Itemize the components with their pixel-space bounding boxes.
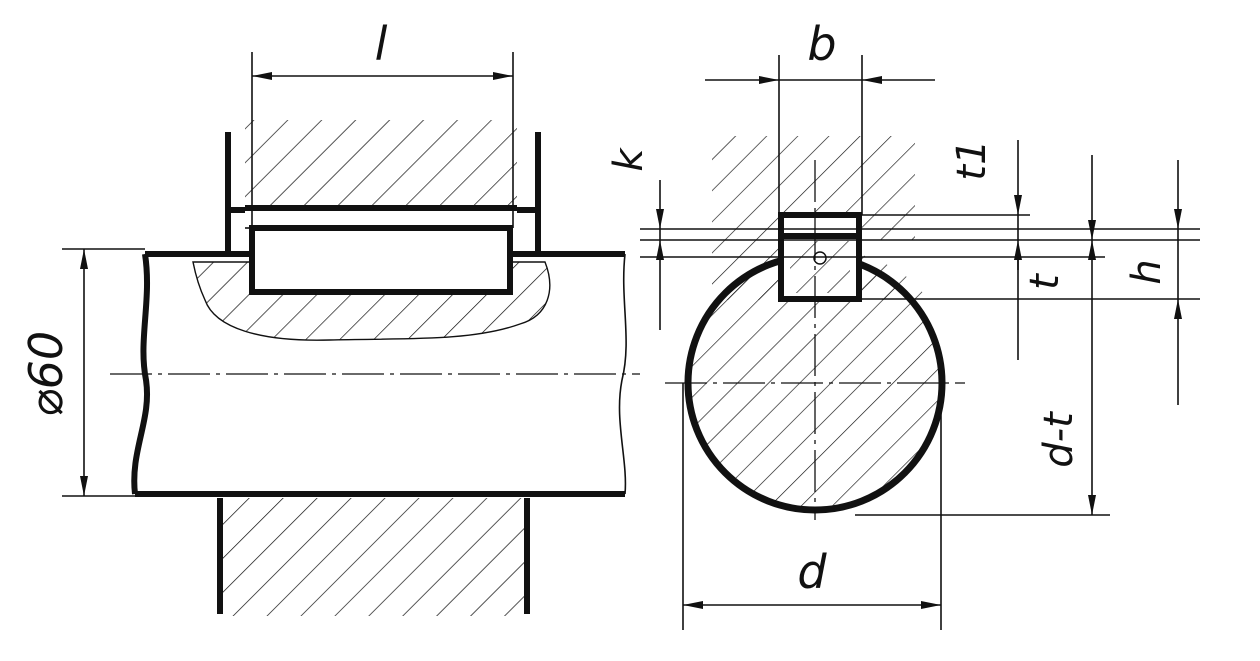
longitudinal-section-view: l ⌀60: [19, 17, 640, 616]
label-d-t: d-t: [1036, 411, 1082, 468]
key: [249, 225, 513, 295]
label-h: h: [1124, 259, 1170, 284]
label-k: k: [606, 147, 652, 172]
label-l: l: [375, 17, 388, 71]
label-diam-60: ⌀60: [19, 331, 73, 417]
hub-lower-section: [220, 498, 526, 616]
label-t1: t1: [949, 139, 995, 180]
label-b: b: [807, 17, 836, 71]
cross-section-view: b k t1 t h d-t d: [606, 17, 1200, 630]
label-t: t: [1022, 273, 1068, 290]
label-d: d: [797, 545, 827, 599]
hub-upper-section: [245, 120, 517, 208]
